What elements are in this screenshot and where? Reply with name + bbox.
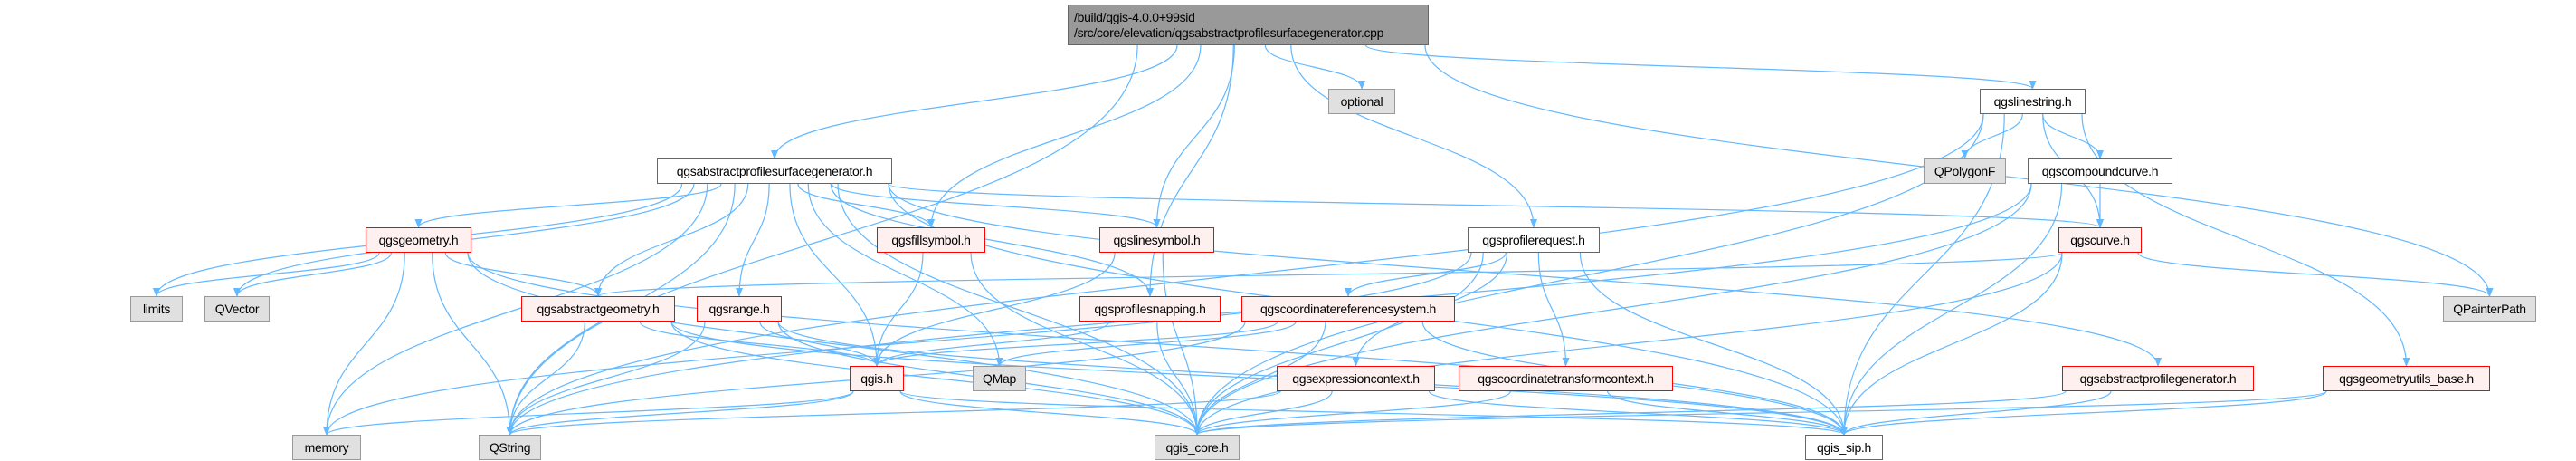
edge-apg-to-qgis_sip <box>1840 390 2112 436</box>
node-qgsrange-h[interactable]: qgsrange.h <box>697 296 782 322</box>
node-qgslinestring-h[interactable]: qgslinestring.h <box>1980 89 2086 114</box>
node-limits: limits <box>130 296 183 322</box>
node-qgscompoundcurve-h[interactable]: qgscompoundcurve.h <box>2028 158 2172 184</box>
edge-apsg-to-fillsymbol <box>797 183 935 228</box>
edge-apsg-to-apg <box>888 183 2162 367</box>
edge-crs-to-qgis_core <box>1193 321 1326 436</box>
edge-compoundcurve-to-qgis_core <box>1193 183 2032 436</box>
edge-fillsymbol-to-qgis <box>873 252 924 367</box>
node-qgsgeometry-h[interactable]: qgsgeometry.h <box>366 227 471 253</box>
node-qstring: QString <box>479 435 541 460</box>
edge-apsg-to-geometry <box>414 183 722 228</box>
node-qgsgeometryutils-base-h[interactable]: qgsgeometryutils_base.h <box>2323 366 2490 391</box>
node-qgslinesymbol-h[interactable]: qgslinesymbol.h <box>1099 227 1214 253</box>
node-qgsabstractprofilegenerator-h[interactable]: qgsabstractprofilegenerator.h <box>2062 366 2254 391</box>
edge-range-to-qstring <box>506 321 706 436</box>
node-qgsprofilesnapping-h[interactable]: qgsprofilesnapping.h <box>1079 296 1221 322</box>
edge-profilerequest-to-memory <box>323 252 1472 436</box>
node-qmap: QMap <box>973 366 1026 391</box>
node-qgis-core-h: qgis_core.h <box>1155 435 1240 460</box>
edge-geometry-to-qgis_core <box>467 252 1201 436</box>
edge-compoundcurve-to-qgis_sip <box>1840 183 2063 436</box>
edge-expressioncontext-to-qgis_core <box>1193 390 1333 436</box>
edge-root-to-fillsymbol <box>927 44 1202 228</box>
edge-geometry-to-qvector <box>233 252 393 297</box>
edge-root-to-linestring <box>1364 44 2037 90</box>
node-qgsabstractgeometry-h[interactable]: qgsabstractgeometry.h <box>521 296 675 322</box>
node-qvector: QVector <box>204 296 270 322</box>
edge-geometry-to-qstring <box>432 252 514 436</box>
edge-profilerequest-to-qgis_sip <box>1579 252 1848 436</box>
node-qgscoordinatereferencesystem-h[interactable]: qgscoordinatereferencesystem.h <box>1241 296 1455 322</box>
edge-geometry-to-qgis_sip <box>467 252 1848 436</box>
edge-qgis-to-qstring <box>506 390 854 436</box>
node-qgsexpressioncontext-h[interactable]: qgsexpressioncontext.h <box>1277 366 1435 391</box>
edge-range-to-qgis <box>759 321 880 367</box>
edge-profilerequest-to-qgis_core <box>1193 252 1484 436</box>
edge-qgis-to-qgis_sip <box>899 390 1848 436</box>
edge-root-to-profilerequest <box>1290 44 1537 228</box>
edge-ctc-to-qgis_core <box>1193 390 1511 436</box>
node-qpainterpath: QPainterPath <box>2443 296 2536 322</box>
root-path-line1: /build/qgis-4.0.0+99sid <box>1074 9 1195 24</box>
node-qgscoordinatetransformcontext-h[interactable]: qgscoordinatetransformcontext.h <box>1459 366 1673 391</box>
edge-crs-to-qgis <box>873 321 1278 367</box>
edge-abstractgeometry-to-qgis <box>639 321 880 367</box>
edge-root-to-qstring <box>506 44 1138 436</box>
edge-abstractgeometry-to-qgis_core <box>670 321 1201 436</box>
edge-apsg-to-qgis_core <box>837 183 1201 436</box>
edge-apsg-to-range <box>736 183 770 297</box>
edge-geometry-to-memory <box>323 252 405 436</box>
node-qgsprofilerequest-h[interactable]: qgsprofilerequest.h <box>1468 227 1600 253</box>
edge-root-to-linesymbol <box>1153 44 1235 228</box>
node-qgscurve-h[interactable]: qgscurve.h <box>2058 227 2142 253</box>
edge-root-to-optional <box>1264 44 1365 90</box>
edge-curve-to-qgis_sip <box>1840 252 2063 436</box>
node-qgis-h[interactable]: qgis.h <box>850 366 904 391</box>
node-memory: memory <box>292 435 361 460</box>
node-optional: optional <box>1328 89 1395 114</box>
edge-curve-to-abstractgeometry <box>594 252 2063 297</box>
edge-profilerequest-to-ctc <box>1537 252 1570 367</box>
edge-linesymbol-to-qgis <box>873 252 1116 367</box>
edge-geometry-to-abstractgeometry <box>444 252 602 297</box>
edge-curve-to-qgis_core <box>1193 252 2063 436</box>
edge-linestring-to-qstring <box>506 113 1984 436</box>
edge-geometry-to-limits <box>153 252 380 297</box>
edge-apsg-to-abstractgeometry <box>594 183 749 297</box>
edge-crs-to-qmap <box>995 321 1297 367</box>
edge-qgis-to-qgis_core <box>899 390 1201 436</box>
edge-apsg-to-qmap <box>807 183 1003 367</box>
edge-apg-to-qgis_core <box>1193 390 2067 436</box>
edge-apsg-to-memory <box>323 183 708 436</box>
edge-geometryutils-to-qgis_core <box>1193 390 2327 436</box>
edge-profilesnapping-to-qgis <box>873 321 1110 367</box>
node-root-file[interactable]: /build/qgis-4.0.0+99sid /src/core/elevat… <box>1068 5 1429 45</box>
edge-curve-to-painterpath <box>2137 252 2494 297</box>
edge-qgis-to-memory <box>323 390 854 436</box>
edge-linestring-to-compoundcurve <box>2042 113 2104 159</box>
edge-ctc-to-qgis_sip <box>1607 390 1848 436</box>
edge-apsg-to-linesymbol <box>831 183 1161 228</box>
edge-profilerequest-to-crs <box>1345 252 1507 297</box>
edge-expressioncontext-to-qstring <box>506 390 1281 436</box>
edge-geometryutils-to-qgis_sip <box>1840 390 2327 436</box>
edge-root-to-apsg <box>771 44 1178 159</box>
edge-apsg-to-curve <box>888 183 2104 228</box>
node-qgis-sip-h[interactable]: qgis_sip.h <box>1805 435 1883 460</box>
node-qgsfillsymbol-h[interactable]: qgsfillsymbol.h <box>877 227 985 253</box>
node-qgsabstractprofilesurfacegenerator-h[interactable]: qgsabstractprofilesurfacegenerator.h <box>657 158 892 184</box>
root-path-line2: /src/core/elevation/qgsabstractprofilesu… <box>1074 24 1384 40</box>
node-qpolygonf: QPolygonF <box>1924 158 2006 184</box>
edge-apsg-to-qgis <box>789 183 880 367</box>
